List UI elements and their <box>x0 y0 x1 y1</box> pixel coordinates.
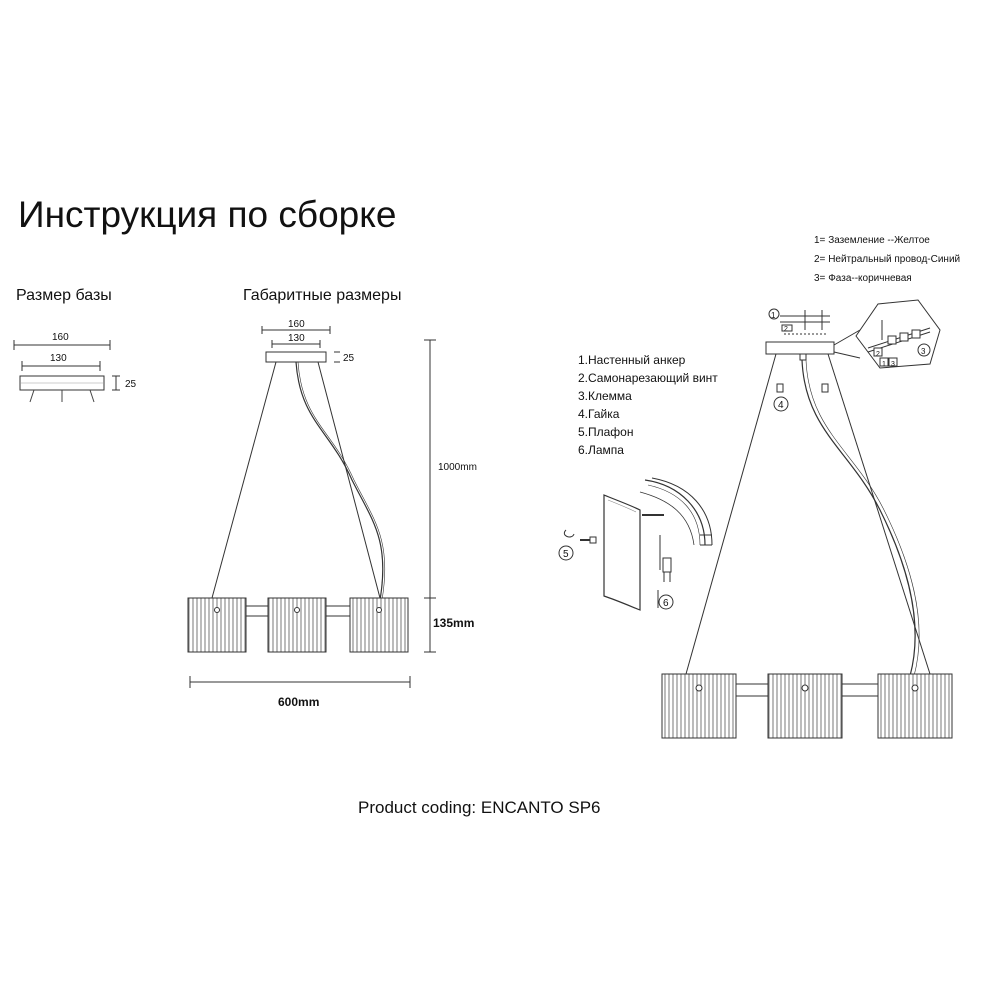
callout-5 <box>558 545 574 561</box>
parts-item: 4.Гайка <box>578 407 620 421</box>
legend-num: 2= <box>814 254 826 265</box>
callout-5-label: 5 <box>563 549 569 560</box>
legend-text: Заземление --Желтое <box>828 235 930 246</box>
shade-right-2 <box>767 673 843 739</box>
callout-3-label: 3 <box>921 347 926 356</box>
overall-dim-inner: 130 <box>288 333 305 344</box>
wiring-legend: 1= Заземление --Желтое 2= Нейтральный пр… <box>814 235 960 284</box>
shade-1 <box>187 597 247 653</box>
base-dim-height: 25 <box>125 379 137 390</box>
product-coding: Product coding: ENCANTO SP6 <box>358 798 601 817</box>
callout-6-label: 6 <box>663 598 669 609</box>
page-title: Инструкция по сборке <box>18 194 397 235</box>
callout-1-zoom-label: 1 <box>882 361 886 368</box>
callout-2-label: 2 <box>784 326 788 333</box>
callout-1 <box>768 308 780 320</box>
svg-text:3= Фаза--коричневая: 3= Фаза--коричневая <box>814 273 912 284</box>
parts-item: 3.Клемма <box>578 389 632 403</box>
overall-dim-drop: 1000mm <box>438 462 477 473</box>
base-size-label: Размер базы <box>16 287 112 304</box>
parts-item: 6.Лампа <box>578 443 624 457</box>
base-dim-outer: 160 <box>52 332 69 343</box>
svg-text:1= Заземление --Желтое: 1= Заземление --Желтое <box>814 235 930 246</box>
callout-1-label: 1 <box>771 311 776 320</box>
canopy-right <box>765 341 835 355</box>
callout-4-label: 4 <box>778 400 784 411</box>
overall-size-label: Габаритные размеры <box>243 287 402 304</box>
base-size-drawing: 160 130 25 <box>13 332 137 403</box>
legend-num: 1= <box>814 235 826 246</box>
callout-3 <box>917 343 931 357</box>
shade-3 <box>349 597 409 653</box>
legend-text: Фаза--коричневая <box>828 273 912 284</box>
svg-text:2= Нейтральный провод-Синий: 2= Нейтральный провод-Синий <box>814 254 960 265</box>
shade-assembly-detail: 5 6 <box>558 477 713 611</box>
shade-right-3 <box>877 673 953 739</box>
parts-item: 2.Самонарезающий винт <box>578 371 718 385</box>
overall-size-drawing: 160 130 25 1000mm 135mm 60 <box>187 319 477 709</box>
parts-list: 1.Настенный анкер 2.Самонарезающий винт … <box>578 353 718 457</box>
right-assembly-drawing: 1 2 2 1 3 3 4 <box>661 299 953 739</box>
callout-6 <box>658 594 674 610</box>
parts-item: 1.Настенный анкер <box>578 353 686 367</box>
parts-item: 5.Плафон <box>578 425 633 439</box>
callout-3-zoom-label: 3 <box>891 361 895 368</box>
shade-right-1 <box>661 673 737 739</box>
shade-2 <box>267 597 327 653</box>
legend-num: 3= <box>814 273 826 284</box>
canopy <box>265 351 327 363</box>
overall-dim-outer: 160 <box>288 319 305 330</box>
callout-2-zoom-label: 2 <box>876 351 880 358</box>
callout-4 <box>773 396 789 412</box>
overall-dim-canopy: 25 <box>343 353 355 364</box>
legend-text: Нейтральный провод-Синий <box>828 254 960 265</box>
overall-dim-width: 600mm <box>278 695 319 709</box>
overall-dim-shade-height: 135mm <box>433 616 474 630</box>
base-dim-inner: 130 <box>50 353 67 364</box>
